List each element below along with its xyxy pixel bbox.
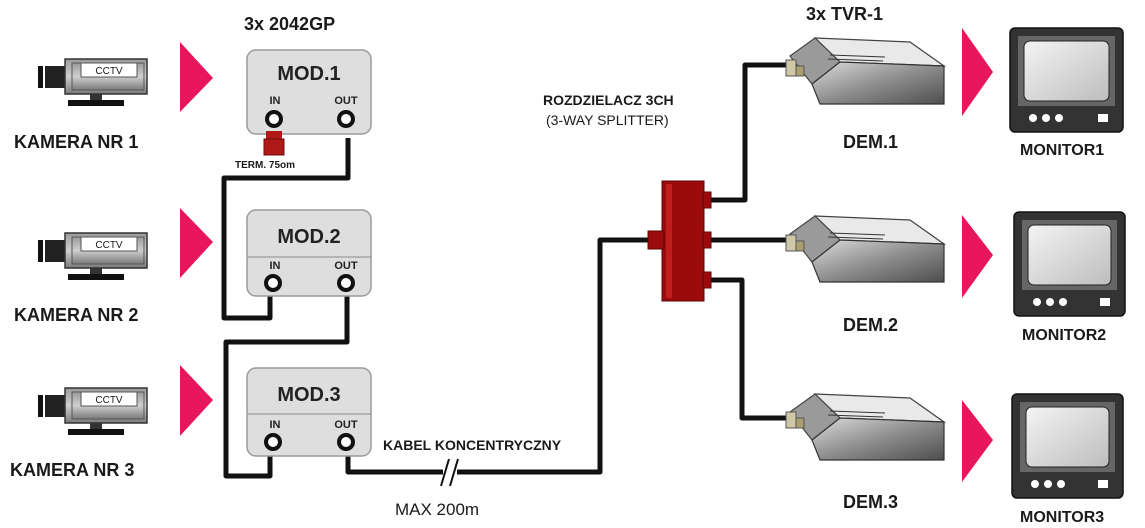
camera-3: CCTV KAMERA NR 3: [10, 387, 148, 480]
module-name: MOD.1: [277, 63, 340, 85]
splitter-icon: [647, 180, 712, 302]
coax-cables: [221, 62, 790, 479]
modulator-3: MOD.3 IN OUT: [246, 367, 372, 457]
signal-arrow-icon: [962, 215, 993, 298]
camera-badge: CCTV: [95, 66, 123, 77]
modulators-title: 3x 2042GP: [244, 14, 335, 34]
port-out-icon: [337, 274, 355, 292]
signal-arrow-icon: [180, 365, 213, 436]
port-out-label: OUT: [334, 419, 358, 431]
camera-badge: CCTV: [95, 395, 123, 406]
module-name: MOD.3: [277, 384, 340, 406]
monitor-label: MONITOR1: [1020, 142, 1104, 159]
modulator-1: MOD.1 IN OUT: [246, 49, 372, 135]
port-out-label: OUT: [334, 95, 358, 107]
demodulator-icon: [785, 393, 947, 461]
port-in-label: IN: [270, 419, 281, 431]
demodulator-label: DEM.1: [843, 132, 898, 152]
demodulator-label: DEM.2: [843, 315, 898, 335]
port-out-icon: [337, 110, 355, 128]
camera-icon: [38, 387, 148, 435]
cable-mod2-mod3: [223, 292, 350, 479]
splitter-title: ROZDZIELACZ 3CH: [543, 92, 674, 108]
cable-break-icon: [440, 458, 459, 487]
demodulator-label: DEM.3: [843, 492, 898, 512]
port-in-label: IN: [270, 95, 281, 107]
monitor-1: MONITOR1: [1009, 27, 1124, 159]
monitor-icon: [1011, 393, 1124, 499]
signal-arrow-icon: [962, 28, 993, 116]
monitor-2: MONITOR2: [1013, 211, 1126, 344]
camera-icon: [38, 58, 148, 106]
camera-label: KAMERA NR 3: [10, 460, 134, 480]
cable-dem1: [708, 62, 790, 203]
camera-label: KAMERA NR 1: [14, 132, 138, 152]
camera-icon: [38, 232, 148, 280]
demodulator-3: DEM.3: [785, 393, 947, 512]
cable-label: KABEL KONCENTRYCZNY: [383, 437, 562, 453]
demodulators-title: 3x TVR-1: [806, 4, 883, 24]
monitor-icon: [1009, 27, 1124, 133]
cable-trunk: [345, 237, 650, 475]
port-in-icon: [265, 110, 283, 128]
signal-arrow-icon: [180, 208, 213, 278]
demodulator-1: DEM.1: [785, 37, 947, 152]
port-in-icon: [264, 433, 282, 451]
signal-arrow-icon: [962, 400, 993, 482]
demodulator-icon: [785, 215, 947, 283]
port-in-icon: [264, 274, 282, 292]
monitor-label: MONITOR2: [1022, 327, 1106, 344]
port-in-label: IN: [270, 260, 281, 272]
camera-2: CCTV KAMERA NR 2: [14, 232, 148, 325]
monitor-icon: [1013, 211, 1126, 317]
cable-length: MAX 200m: [395, 500, 479, 519]
port-out-icon: [337, 433, 355, 451]
camera-label: KAMERA NR 2: [14, 305, 138, 325]
terminator-label: TERM. 75om: [235, 160, 295, 171]
camera-1: CCTV KAMERA NR 1: [14, 58, 148, 152]
cable-dem3: [708, 277, 790, 421]
splitter-subtitle: (3-WAY SPLITTER): [546, 112, 669, 128]
terminator-icon: [263, 131, 285, 156]
monitor-3: MONITOR3: [1011, 393, 1124, 526]
modulator-2: MOD.2 IN OUT: [246, 209, 372, 297]
signal-arrow-icon: [180, 42, 213, 112]
monitor-label: MONITOR3: [1020, 509, 1104, 526]
camera-badge: CCTV: [95, 240, 123, 251]
demodulator-2: DEM.2: [785, 215, 947, 335]
cable-mod1-mod2: [221, 138, 351, 321]
port-out-label: OUT: [334, 260, 358, 272]
module-name: MOD.2: [277, 226, 340, 248]
demodulator-icon: [785, 37, 947, 105]
